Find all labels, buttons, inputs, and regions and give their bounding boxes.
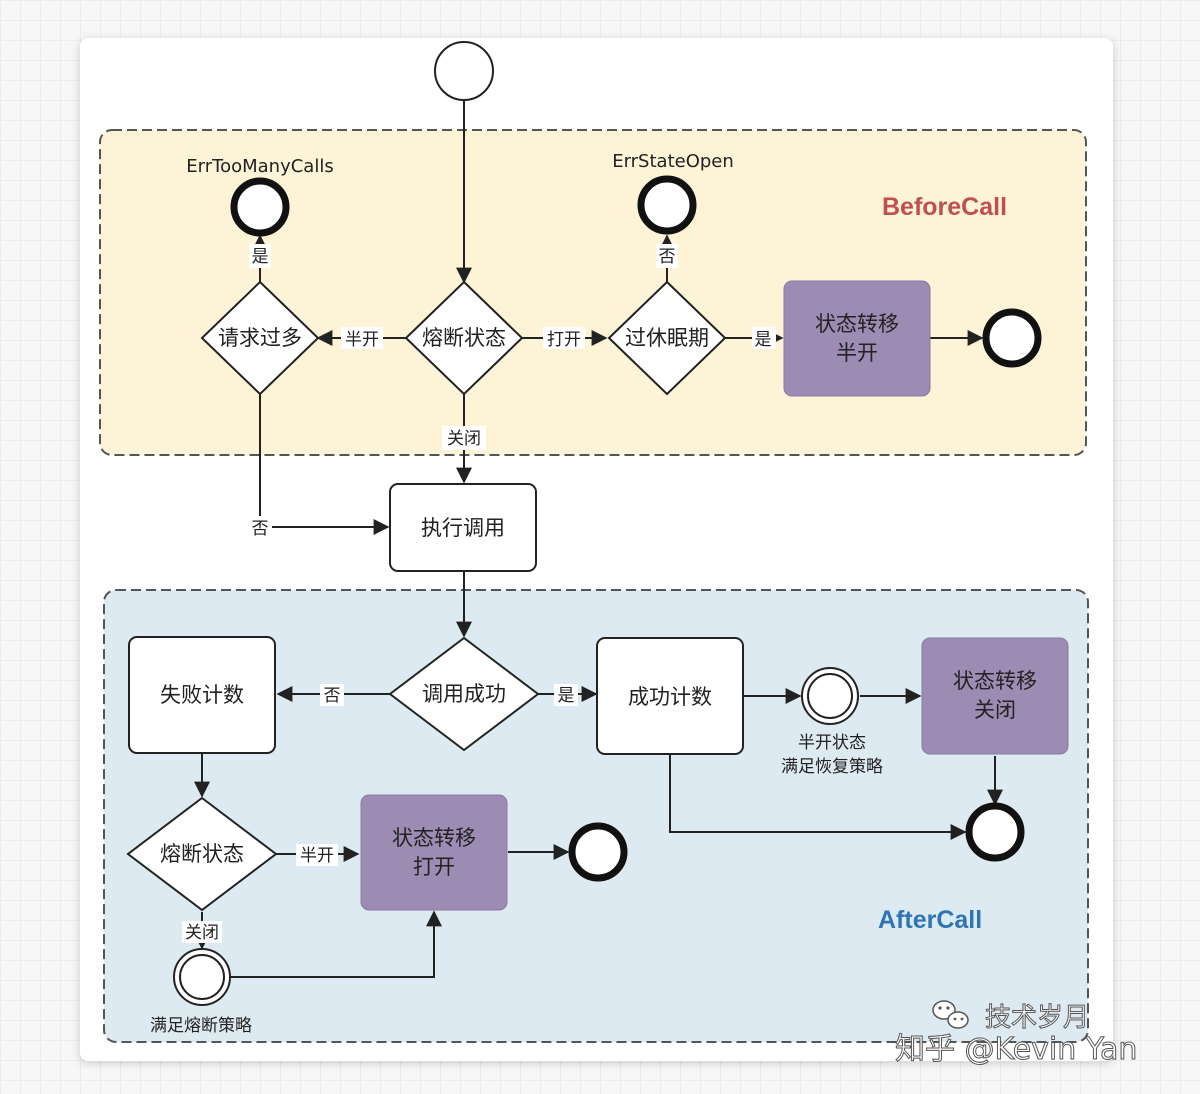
failure-count-box xyxy=(128,636,276,754)
transition-close-box xyxy=(921,637,1069,755)
half-open-recovery-line2: 满足恢复策略 xyxy=(781,757,883,777)
edge-label-half-open-top: 半开 xyxy=(345,330,379,350)
success-count-box xyxy=(596,637,744,755)
err-state-open-label: ErrStateOpen xyxy=(612,151,734,172)
watermark-line2: 知乎 @Kevin Yan xyxy=(895,1032,1137,1067)
end-node-top-right xyxy=(982,308,1042,368)
sleep-expired-text: 过休眠期 xyxy=(625,326,709,350)
execute-call-text: 执行调用 xyxy=(421,516,505,540)
edge-label-yes-sleep: 是 xyxy=(755,330,772,350)
start-node xyxy=(434,41,494,101)
transition-half-open-box xyxy=(783,280,931,397)
breaker-state-decision-top xyxy=(404,280,524,396)
breaker-state-bottom-text: 熔断状态 xyxy=(160,842,244,866)
breaker-state-decision-bottom xyxy=(126,796,278,912)
failure-count-text: 失败计数 xyxy=(160,683,244,707)
end-node-bottom-right xyxy=(965,802,1025,862)
edge-label-no-too-many: 否 xyxy=(252,519,269,539)
watermark: 技术岁月 知乎 @Kevin Yan xyxy=(895,1000,1138,1068)
too-many-requests-text: 请求过多 xyxy=(218,326,302,350)
edge-label-open-top: 打开 xyxy=(547,330,581,350)
too-many-requests-decision xyxy=(200,280,320,396)
execute-call-box xyxy=(389,483,537,572)
transition-half-open-line1: 状态转移 xyxy=(815,312,899,336)
edge-success-count-bypass xyxy=(669,754,967,840)
sleep-expired-decision xyxy=(607,280,727,396)
transition-open-line1: 状态转移 xyxy=(392,826,476,850)
edge-label-no-success: 否 xyxy=(324,686,341,706)
call-success-decision xyxy=(388,636,540,752)
edge-label-yes-success: 是 xyxy=(558,686,575,706)
edge-label-yes-too-many: 是 xyxy=(252,247,269,267)
transition-close-line2: 关闭 xyxy=(974,698,1016,722)
end-err-state-open xyxy=(637,175,697,235)
wechat-icon xyxy=(932,1000,969,1029)
edge-label-closed-top: 关闭 xyxy=(447,429,481,449)
edge-label-no-sleep: 否 xyxy=(659,247,676,267)
success-count-text: 成功计数 xyxy=(628,685,712,709)
edge-label-half-open-bottom: 半开 xyxy=(300,846,334,866)
edge-label-closed-bottom: 关闭 xyxy=(185,923,219,943)
end-err-too-many xyxy=(230,177,290,237)
transition-open-box xyxy=(360,794,508,911)
watermark-line1: 技术岁月 xyxy=(985,1003,1089,1033)
breaker-state-top-text: 熔断状态 xyxy=(422,326,506,350)
transition-close-line1: 状态转移 xyxy=(953,669,1037,693)
end-node-bottom-middle xyxy=(568,822,628,882)
edge-trip-to-open xyxy=(230,910,442,978)
after-call-title: AfterCall xyxy=(878,906,982,934)
trip-policy-label: 满足熔断策略 xyxy=(150,1016,252,1036)
half-open-recovery-line1: 半开状态 xyxy=(798,733,866,753)
call-success-text: 调用成功 xyxy=(422,682,506,706)
transition-half-open-line2: 半开 xyxy=(836,341,878,365)
transition-open-line2: 打开 xyxy=(413,855,455,879)
before-call-title: BeforeCall xyxy=(882,193,1007,221)
err-too-many-label: ErrTooManyCalls xyxy=(186,156,333,177)
